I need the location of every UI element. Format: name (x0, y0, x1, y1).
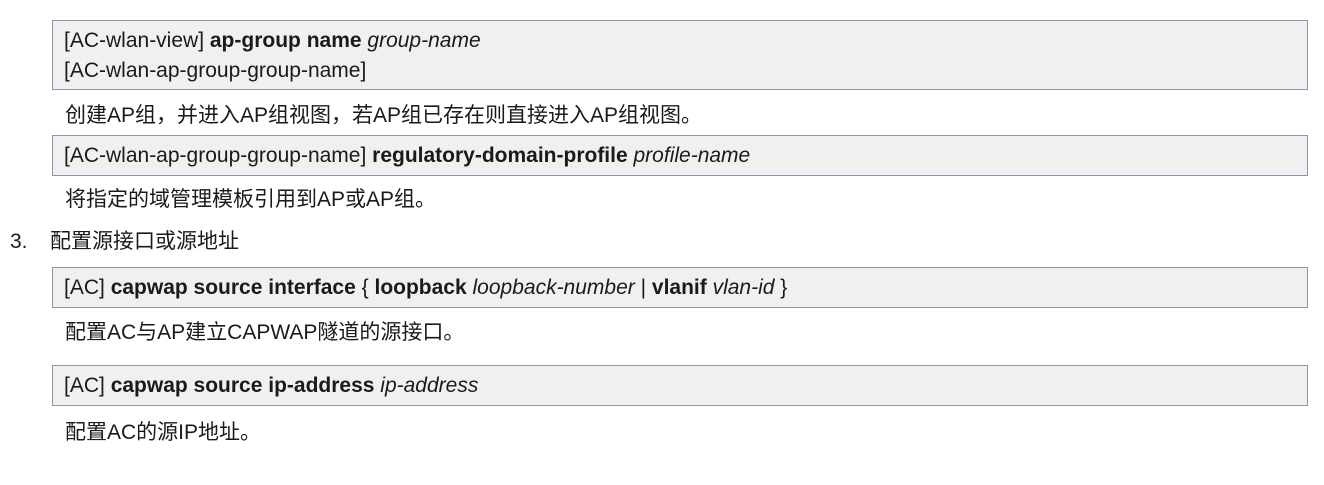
description-text: 将指定的域管理模板引用到AP或AP组。 (65, 188, 437, 211)
command-keyword: ap-group name (209, 29, 362, 52)
description-text: 创建AP组，并进入AP组视图，若AP组已存在则直接进入AP组视图。 (65, 104, 703, 127)
command-prompt: [AC-wlan-view] (64, 29, 210, 52)
command-prompt: [AC] (64, 374, 111, 397)
command-block-ap-group: [AC-wlan-view] ap-group name group-name … (52, 20, 1308, 90)
command-keyword: capwap source ip-address (110, 374, 375, 397)
command-keyword: regulatory-domain-profile (372, 144, 628, 167)
command-argument: profile-name (627, 144, 751, 167)
command-line-view: [AC-wlan-ap-group-group-name] (64, 59, 367, 82)
description-text: 配置AC与AP建立CAPWAP隧道的源接口。 (65, 321, 465, 344)
command-block-source-interface: [AC] capwap source interface { loopback … (52, 267, 1308, 308)
option-separator: | (634, 276, 652, 299)
command-argument: ip-address (374, 374, 479, 397)
description-text: 配置AC的源IP地址。 (65, 421, 262, 444)
command-argument: loopback-number (466, 276, 635, 299)
command-line: [AC-wlan-view] ap-group name group-name (64, 26, 1296, 56)
brace-close: } (774, 276, 788, 299)
command-block-source-ip: [AC] capwap source ip-address ip-address (52, 365, 1308, 406)
command-keyword: capwap source interface (110, 276, 356, 299)
command-argument: vlan-id (706, 276, 775, 299)
command-keyword: vlanif (651, 276, 707, 299)
command-block-regulatory-domain: [AC-wlan-ap-group-group-name] regulatory… (52, 135, 1308, 176)
step-title: 配置源接口或源地址 (50, 230, 239, 253)
command-argument: group-name (361, 29, 481, 52)
command-prompt: [AC] (64, 276, 111, 299)
brace-open: { (355, 276, 375, 299)
command-prompt: [AC-wlan-ap-group-group-name] (64, 144, 373, 167)
step-heading: 3. 配置源接口或源地址 (10, 227, 239, 257)
command-keyword: loopback (374, 276, 467, 299)
step-number: 3. (10, 230, 28, 253)
